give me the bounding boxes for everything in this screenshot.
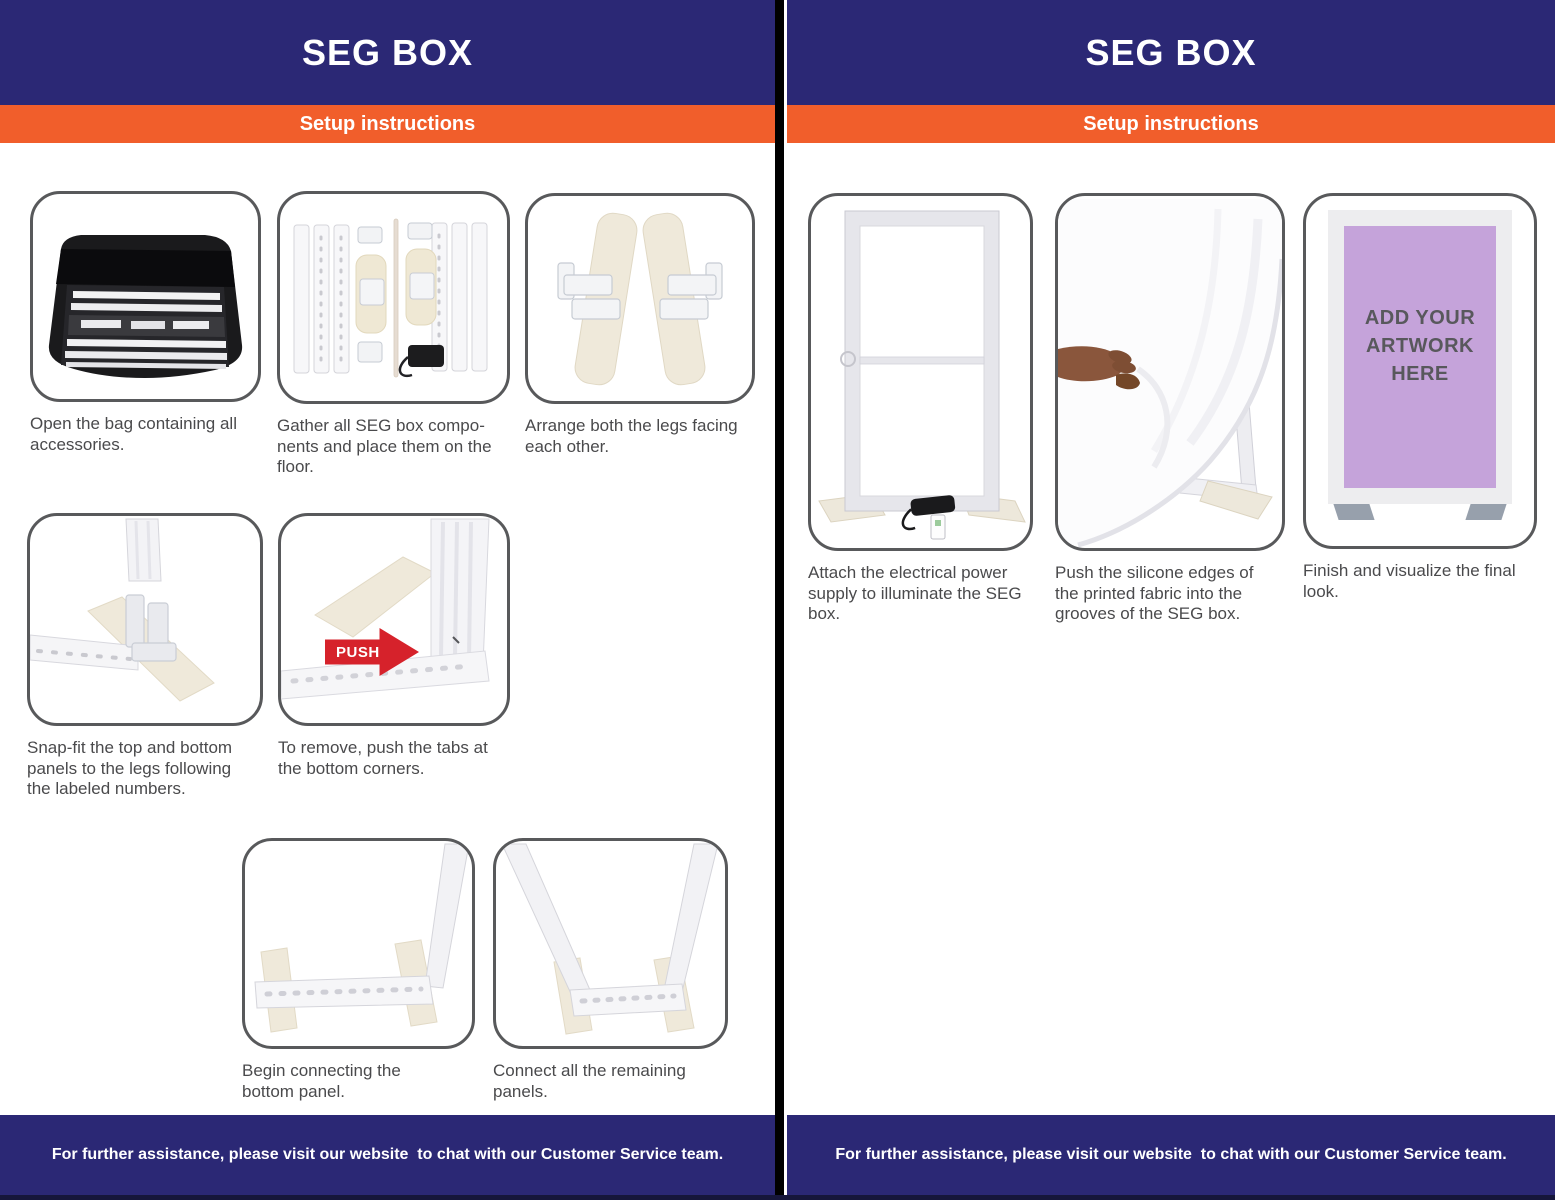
step-arrange-legs: Arrange both the legs facing each other. — [525, 193, 755, 457]
step-caption: Begin connecting the bottom panel. — [242, 1061, 401, 1101]
page-footer-right: For further assistance, please visit our… — [787, 1115, 1555, 1195]
page-header-left: SEG BOX — [0, 0, 775, 105]
step-caption: To remove, push the tabs at the bottom c… — [278, 738, 488, 778]
step-caption: Arrange both the legs facing each other. — [525, 416, 738, 456]
subtitle-bar-left: Setup instructions — [0, 105, 775, 143]
artwork-placeholder-label: ADD YOUR ARTWORK HERE — [1364, 307, 1476, 385]
step-push-fabric: Push the silicone edges of the printed f… — [1055, 193, 1285, 625]
step-image-remaining-panels — [493, 838, 728, 1049]
page-right: SEG BOX Setup instructions — [787, 0, 1555, 1200]
step-caption: Finish and visualize the final look. — [1303, 561, 1516, 601]
step-caption: Attach the electrical power supply to il… — [808, 563, 1022, 624]
bag-icon — [48, 235, 243, 378]
step-image-corner — [27, 513, 263, 726]
step-open-bag: Open the bag containing all accessories. — [30, 191, 261, 455]
remaining-panels-icon — [501, 843, 719, 1035]
components-icon — [293, 218, 488, 378]
display-foot-left — [1333, 504, 1375, 520]
page-title: SEG BOX — [1085, 31, 1257, 73]
step-caption: Connect all the remaining panels. — [493, 1061, 686, 1101]
page-title: SEG BOX — [301, 31, 474, 73]
page-divider — [775, 0, 784, 1200]
artwork-panel: ADD YOUR ARTWORK HERE — [1344, 226, 1496, 488]
push-tab-icon — [281, 518, 490, 700]
step-caption: Push the silicone edges of the printed f… — [1055, 563, 1254, 624]
display-foot-right — [1465, 504, 1507, 520]
page-left: SEG BOX Setup instructions — [0, 0, 775, 1200]
step-connect-bottom-panel: Begin connecting the bottom panel. — [242, 838, 475, 1102]
step-image-legs — [525, 193, 755, 404]
bottom-edge — [0, 1195, 1555, 1200]
step-attach-power: Attach the electrical power supply to il… — [808, 193, 1033, 625]
footer-text: For further assistance, please visit our… — [51, 1146, 724, 1163]
footer-text: For further assistance, please visit our… — [835, 1146, 1507, 1163]
page-header-right: SEG BOX — [787, 0, 1555, 105]
step-image-components — [277, 191, 510, 404]
fabric-push-icon — [1058, 199, 1282, 548]
page-footer-left: For further assistance, please visit our… — [0, 1115, 775, 1195]
push-label: PUSH — [336, 643, 380, 661]
step-remove-push-tabs: PUSH To remove, push the tabs at the bot… — [278, 513, 510, 779]
artwork-frame: ADD YOUR ARTWORK HERE — [1328, 210, 1512, 504]
step-image-frame-power — [808, 193, 1033, 551]
subtitle: Setup instructions — [299, 112, 476, 135]
subtitle-bar-right: Setup instructions — [787, 105, 1555, 143]
bottom-panel-icon — [254, 843, 470, 1033]
step-finish-visualize: ADD YOUR ARTWORK HERE Finish and visuali… — [1303, 193, 1537, 602]
step-image-fabric — [1055, 193, 1285, 551]
step-snapfit-panels: Snap-fit the top and bottom panels to th… — [27, 513, 263, 800]
step-gather-components: Gather all SEG box compo- nents and plac… — [277, 191, 510, 478]
legs-icon — [557, 212, 723, 386]
step-image-artwork: ADD YOUR ARTWORK HERE — [1303, 193, 1537, 549]
step-caption: Open the bag containing all accessories. — [30, 414, 237, 454]
corner-snapfit-icon — [30, 518, 215, 702]
subtitle: Setup instructions — [1083, 112, 1259, 135]
step-image-push: PUSH — [278, 513, 510, 726]
step-image-bottom-panel — [242, 838, 475, 1049]
step-image-bag — [30, 191, 261, 402]
step-caption: Gather all SEG box compo- nents and plac… — [277, 416, 492, 477]
step-connect-remaining-panels: Connect all the remaining panels. — [493, 838, 728, 1102]
frame-power-icon — [818, 210, 1026, 540]
step-caption: Snap-fit the top and bottom panels to th… — [27, 738, 233, 799]
